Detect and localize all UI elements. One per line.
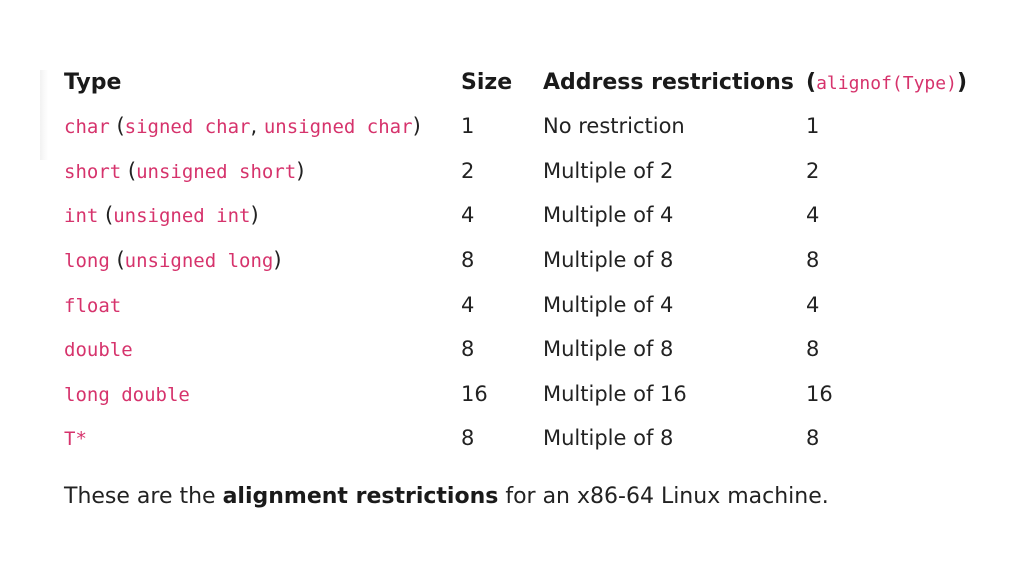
- header-size: Size: [461, 69, 513, 95]
- type-punct-segment: ): [296, 158, 305, 183]
- cell-type: int (unsigned int): [56, 193, 461, 238]
- type-code-segment: unsigned int: [113, 205, 251, 228]
- type-code-segment: unsigned short: [136, 160, 297, 183]
- cell-address-restriction: Multiple of 16: [543, 381, 687, 406]
- type-code-segment: long double: [64, 383, 190, 406]
- cell-size: 16: [461, 381, 488, 406]
- header-type: Type: [64, 69, 122, 95]
- cell-type: long (unsigned long): [56, 238, 461, 283]
- cell-alignof: 2: [806, 158, 820, 183]
- cell-alignof: 8: [806, 337, 820, 362]
- cell-address-restriction: Multiple of 2: [543, 158, 674, 183]
- cell-type: short (unsigned short): [56, 149, 461, 194]
- cell-type: T*: [56, 416, 461, 461]
- cell-address-restriction: Multiple of 4: [543, 292, 674, 317]
- cell-size: 8: [461, 337, 475, 362]
- header-alignof: (alignof(Type)): [806, 60, 986, 104]
- caption-text-end: for an x86-64 Linux machine.: [498, 484, 829, 509]
- table-row: long double 16 Multiple of 16 16: [56, 372, 986, 417]
- table-row: double 8 Multiple of 8 8: [56, 327, 986, 372]
- cell-alignof: 1: [806, 114, 820, 139]
- table-row: T* 8 Multiple of 8 8: [56, 416, 986, 461]
- caption-text-start: These are the: [64, 484, 223, 509]
- cell-type: float: [56, 282, 461, 327]
- type-code-segment: int: [64, 205, 99, 228]
- cell-type: char (signed char, unsigned char): [56, 104, 461, 149]
- type-punct-segment: ): [412, 114, 421, 139]
- header-address-restrictions: Address restrictions: [543, 69, 794, 95]
- header-alignof-open-paren: (: [806, 69, 817, 95]
- cell-size: 2: [461, 158, 475, 183]
- type-code-segment: double: [64, 339, 133, 362]
- cell-alignof: 8: [806, 248, 820, 273]
- cell-address-restriction: Multiple of 8: [543, 337, 674, 362]
- type-punct-segment: ,: [250, 114, 264, 139]
- type-code-segment: unsigned long: [124, 250, 274, 273]
- cell-type: long double: [56, 372, 461, 417]
- type-code-segment: signed char: [124, 116, 251, 139]
- cell-size: 4: [461, 203, 475, 228]
- type-punct-segment: ): [250, 203, 259, 228]
- type-code-segment: long: [64, 250, 110, 273]
- caption: These are the alignment restrictions for…: [64, 484, 829, 509]
- cell-address-restriction: Multiple of 4: [543, 203, 674, 228]
- type-punct-segment: (: [121, 158, 137, 183]
- cell-alignof: 16: [806, 381, 833, 406]
- table-row: float 4 Multiple of 4 4: [56, 282, 986, 327]
- type-code-segment: char: [64, 116, 110, 139]
- page-edge-shadow: [40, 70, 48, 160]
- cell-address-restriction: Multiple of 8: [543, 248, 674, 273]
- cell-size: 8: [461, 426, 475, 451]
- alignment-table: Type Size Address restrictions (alignof(…: [56, 60, 986, 461]
- cell-type: double: [56, 327, 461, 372]
- type-punct-segment: ): [273, 248, 282, 273]
- type-code-segment: unsigned char: [263, 116, 413, 139]
- cell-address-restriction: Multiple of 8: [543, 426, 674, 451]
- cell-size: 8: [461, 248, 475, 273]
- caption-bold-term: alignment restrictions: [222, 484, 499, 509]
- type-code-segment: T*: [64, 428, 87, 451]
- cell-alignof: 4: [806, 292, 820, 317]
- cell-alignof: 4: [806, 203, 820, 228]
- type-code-segment: float: [64, 294, 122, 317]
- table-header-row: Type Size Address restrictions (alignof(…: [56, 60, 986, 104]
- cell-size: 1: [461, 114, 475, 139]
- type-punct-segment: (: [109, 248, 125, 273]
- cell-size: 4: [461, 292, 475, 317]
- type-code-segment: short: [64, 160, 122, 183]
- cell-address-restriction: No restriction: [543, 114, 685, 139]
- cell-alignof: 8: [806, 426, 820, 451]
- type-punct-segment: (: [98, 203, 114, 228]
- header-alignof-code: alignof(Type): [816, 72, 957, 94]
- header-alignof-close-paren: ): [956, 69, 968, 95]
- type-punct-segment: (: [109, 114, 125, 139]
